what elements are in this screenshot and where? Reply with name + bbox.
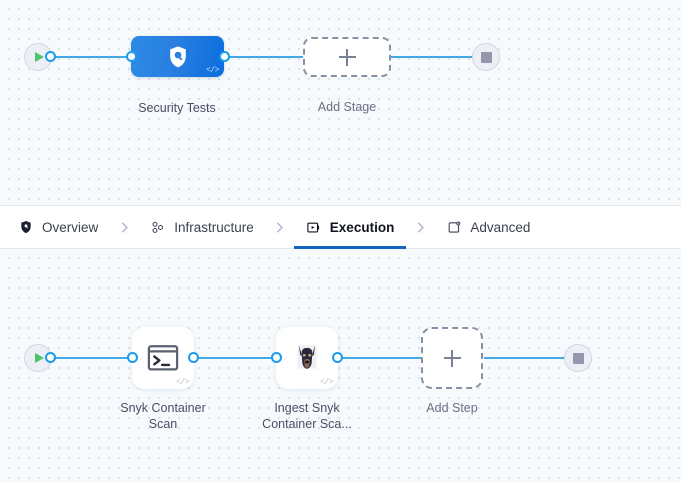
- edge-snyk-scan-to-ingest: [192, 357, 280, 359]
- chevron-right-icon-3: [398, 206, 442, 248]
- edge-add-stage-to-end: [391, 56, 477, 58]
- stage-node-security-tests[interactable]: </>: [131, 36, 224, 77]
- tab-execution[interactable]: Execution: [293, 206, 406, 249]
- port-snyk-scan-in[interactable]: [127, 352, 138, 363]
- execution-end-node[interactable]: [564, 344, 592, 372]
- port-ingest-in[interactable]: [271, 352, 282, 363]
- stage-label-security-tests: Security Tests: [138, 101, 216, 115]
- terminal-icon: [145, 340, 181, 376]
- port-exec-start-out[interactable]: [45, 352, 56, 363]
- chevron-right-icon-1: [102, 206, 146, 248]
- step-label-snyk-container-scan: Snyk Container Scan: [120, 401, 206, 431]
- card-gear-icon: [446, 219, 462, 235]
- tab-infrastructure-label: Infrastructure: [174, 219, 254, 235]
- tab-advanced[interactable]: Advanced: [442, 206, 534, 248]
- edge-ingest-to-add-step: [336, 357, 422, 359]
- edge-start-to-security-tests: [47, 56, 133, 58]
- port-start-out[interactable]: [45, 51, 56, 62]
- add-stage-label: Add Stage: [317, 100, 377, 114]
- stop-icon: [572, 352, 584, 364]
- port-security-tests-out[interactable]: [219, 51, 230, 62]
- play-icon: [35, 353, 44, 363]
- pipeline-end-node[interactable]: [472, 43, 500, 71]
- play-box-icon: [306, 219, 322, 235]
- stop-icon: [480, 51, 492, 63]
- add-step-label: Add Step: [426, 401, 478, 415]
- port-ingest-out[interactable]: [332, 352, 343, 363]
- step-node-ingest-snyk-container-scan[interactable]: </>: [276, 327, 338, 389]
- execution-steps-canvas[interactable]: </> Snyk Container Scan </>: [0, 249, 681, 483]
- chevron-right-icon-2: [258, 206, 302, 248]
- edge-add-step-to-exec-end: [484, 357, 568, 359]
- port-snyk-scan-out[interactable]: [188, 352, 199, 363]
- shield-search-icon: [165, 44, 191, 70]
- hexagon-group-icon: [150, 219, 166, 235]
- port-security-tests-in[interactable]: [126, 51, 137, 62]
- code-badge-icon: </>: [320, 378, 333, 387]
- stage-config-tabbar: Overview Infrastructure: [0, 205, 681, 249]
- play-icon: [35, 52, 44, 62]
- code-badge-icon: </>: [176, 378, 189, 387]
- tab-execution-label: Execution: [329, 219, 395, 235]
- step-node-snyk-container-scan[interactable]: </>: [132, 327, 194, 389]
- code-badge-icon: </>: [206, 66, 219, 75]
- add-stage-button[interactable]: [303, 37, 391, 77]
- edge-security-tests-to-add-stage: [225, 56, 305, 58]
- shield-icon: [18, 219, 34, 235]
- edge-exec-start-to-snyk-scan: [47, 357, 135, 359]
- add-step-button[interactable]: [421, 327, 483, 389]
- plus-icon: [443, 349, 461, 367]
- tab-overview-label: Overview: [42, 219, 99, 235]
- plus-icon: [338, 48, 356, 66]
- snyk-doberman-icon: [290, 341, 324, 375]
- stage-canvas[interactable]: </> Security Tests Add Stage: [0, 0, 681, 205]
- tab-infrastructure[interactable]: Infrastructure: [146, 206, 258, 248]
- tab-advanced-label: Advanced: [470, 219, 531, 235]
- tab-overview[interactable]: Overview: [14, 206, 102, 248]
- step-label-ingest-snyk-container-scan: Ingest Snyk Container Sca...: [262, 401, 352, 431]
